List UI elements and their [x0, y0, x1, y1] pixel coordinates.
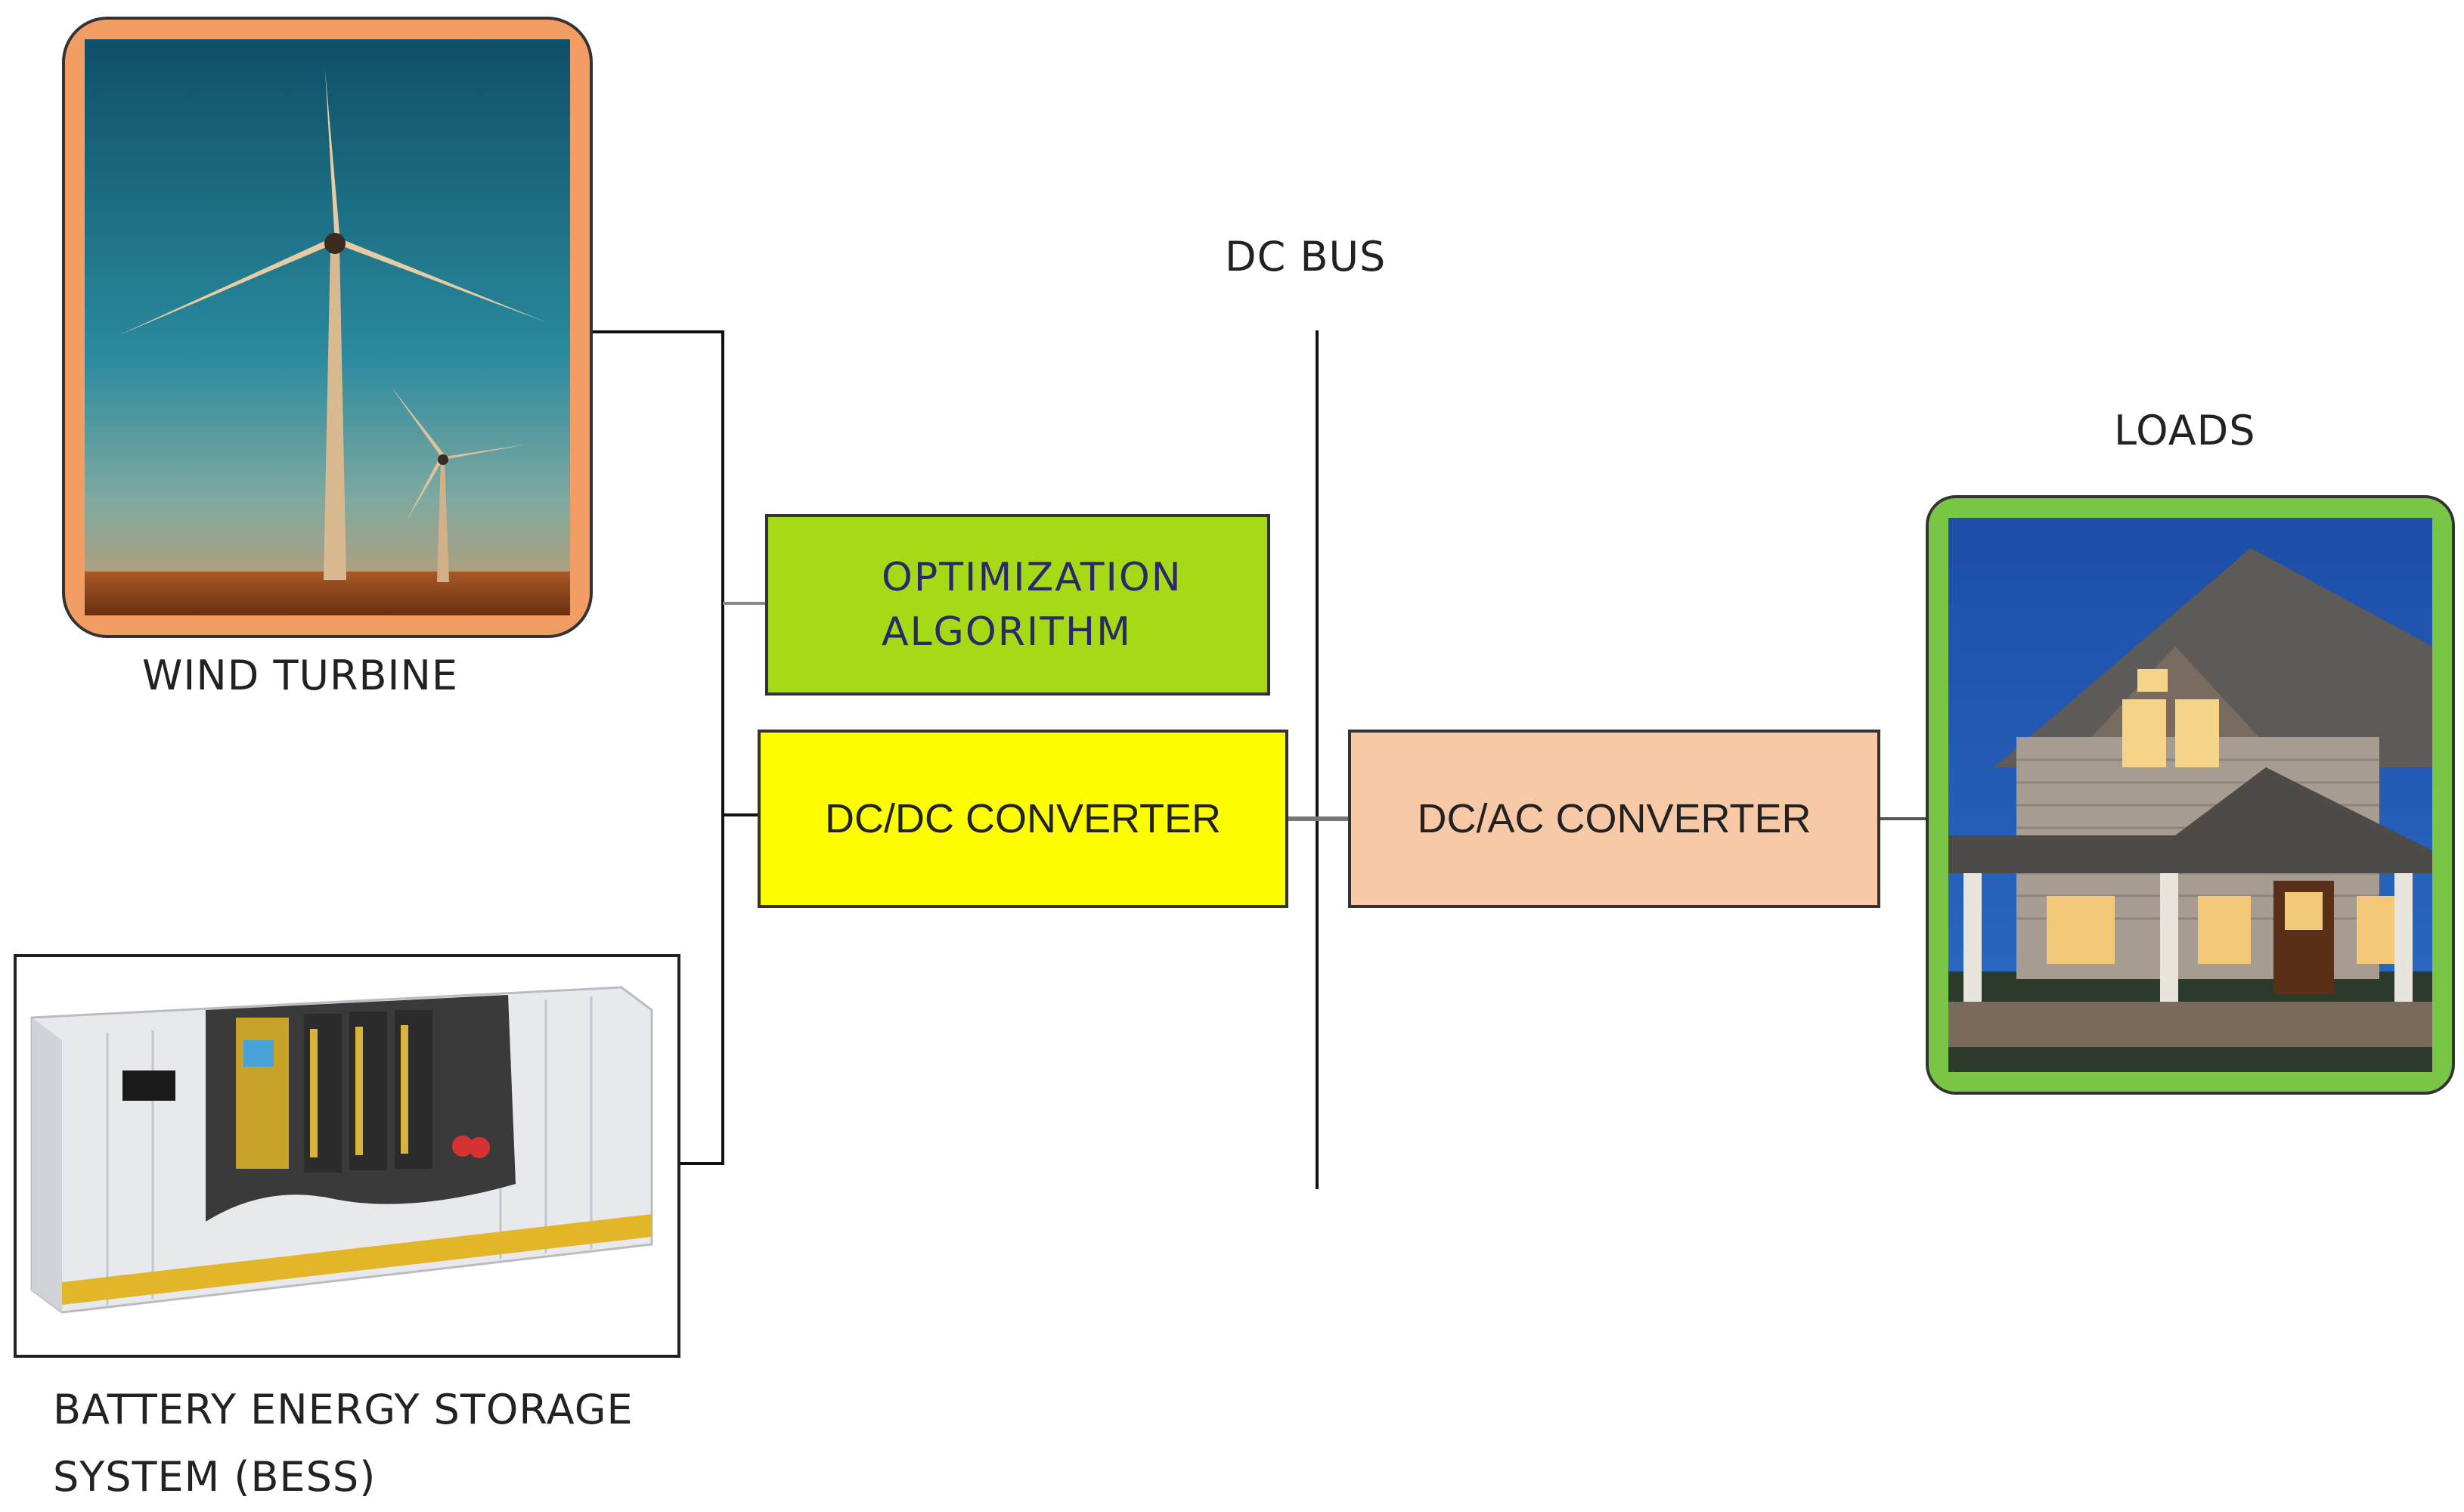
wind-turbine-photo [85, 39, 570, 615]
wind-turbine-frame [62, 17, 593, 638]
dcac-converter-box: DC/AC CONVERTER [1348, 730, 1880, 908]
dc-bus-label: DC BUS [1225, 233, 1387, 280]
house-photo [1948, 518, 2432, 1072]
optimization-label-line2: ALGORITHM [882, 609, 1132, 655]
loads-frame [1926, 495, 2455, 1095]
bess-label-line2: SYSTEM (BESS) [53, 1453, 377, 1501]
bess-label-line1: BATTERY ENERGY STORAGE [53, 1386, 634, 1433]
dcdc-converter-box: DC/DC CONVERTER [758, 730, 1288, 908]
wind-turbine-label: WIND TURBINE [142, 652, 458, 699]
dcdc-converter-label: DC/DC CONVERTER [824, 796, 1222, 841]
dcac-converter-label: DC/AC CONVERTER [1417, 796, 1812, 841]
loads-label: LOADS [2114, 407, 2256, 454]
battery-container-photo [17, 957, 677, 1355]
optimization-algorithm-box: OPTIMIZATION ALGORITHM [765, 514, 1270, 696]
bess-frame [14, 954, 680, 1358]
optimization-label-line1: OPTIMIZATION [882, 555, 1182, 600]
